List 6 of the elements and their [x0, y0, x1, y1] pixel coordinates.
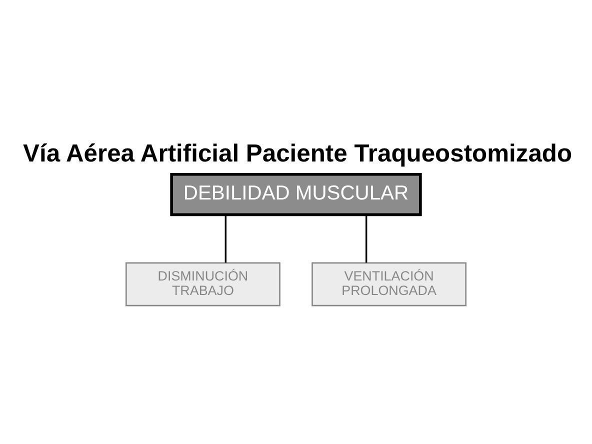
diagram-title: Vía Aérea Artificial Paciente Traqueostomizado	[23, 140, 572, 168]
connector	[366, 214, 368, 263]
node-box: DISMINUCIÓN TRABAJO	[126, 262, 280, 306]
connector	[224, 214, 226, 263]
node-box: DEBILIDAD MUSCULAR	[170, 172, 422, 216]
node-box: VENTILACIÓN PROLONGADA	[312, 262, 466, 306]
